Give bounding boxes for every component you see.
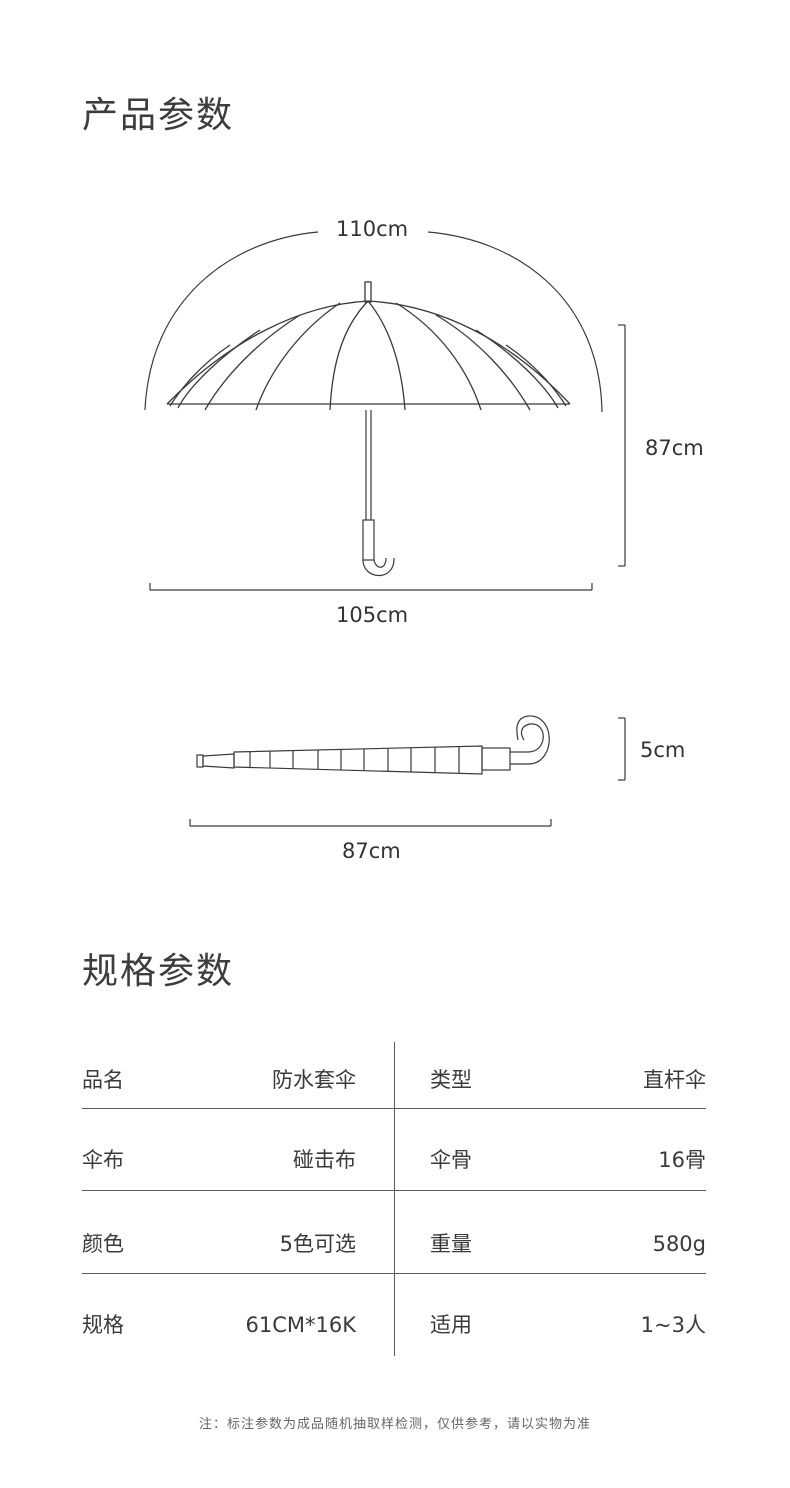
column-divider [394, 1042, 395, 1356]
table-row: 颜色 5色可选 重量 580g [82, 1206, 706, 1288]
cell-label: 颜色 [82, 1232, 124, 1256]
row-divider [82, 1190, 706, 1191]
cell-label: 类型 [430, 1068, 472, 1092]
row-divider [82, 1108, 706, 1109]
cell-value: 61CM*16K [245, 1313, 357, 1337]
height-dimension-line [618, 324, 626, 567]
page-title-spec-params: 规格参数 [82, 951, 235, 992]
arc-dimension-line-right [427, 231, 603, 413]
diameter-dimension-line [618, 717, 626, 781]
table-row: 规格 61CM*16K 适用 1~3人 [82, 1287, 706, 1369]
cell-value: 碰击布 [293, 1148, 356, 1172]
table-row: 品名 防水套伞 类型 直杆伞 [82, 1042, 706, 1124]
cell-value: 16骨 [658, 1148, 706, 1172]
cell-value: 5色可选 [279, 1232, 356, 1256]
row-divider [82, 1273, 706, 1274]
cell-label: 伞骨 [430, 1148, 472, 1172]
umbrella-shaft-handle [362, 410, 395, 576]
diameter-label: 5cm [640, 738, 686, 762]
height-label: 87cm [645, 436, 704, 460]
spec-table: 品名 防水套伞 类型 直杆伞 伞布 碰击布 伞骨 16骨 颜色 5色可选 重量 … [82, 1042, 706, 1356]
cell-value: 防水套伞 [272, 1068, 356, 1092]
cell-label: 伞布 [82, 1148, 124, 1172]
footnote-disclaimer: 注：标注参数为成品随机抽取样检测，仅供参考，请以实物为准 [198, 1417, 591, 1432]
arc-dimension-line-left [144, 231, 319, 411]
cell-value: 580g [652, 1232, 706, 1256]
umbrella-canopy [166, 281, 571, 411]
arc-width-label: 110cm [336, 217, 409, 241]
cell-value: 1~3人 [640, 1313, 706, 1337]
cell-label: 适用 [430, 1313, 472, 1337]
length-dimension-line [189, 819, 552, 827]
cell-value: 直杆伞 [643, 1068, 706, 1092]
closed-umbrella-diagram [189, 715, 626, 827]
table-row: 伞布 碰击布 伞骨 16骨 [82, 1122, 706, 1204]
cell-label: 重量 [430, 1232, 472, 1256]
closed-umbrella-body [196, 715, 550, 775]
length-label: 87cm [342, 839, 401, 863]
open-umbrella-diagram [144, 231, 626, 591]
page-title-product-params: 产品参数 [82, 95, 235, 136]
width-dimension-line [149, 583, 593, 591]
width-label: 105cm [336, 603, 409, 627]
cell-label: 规格 [82, 1313, 124, 1337]
cell-label: 品名 [82, 1068, 124, 1092]
